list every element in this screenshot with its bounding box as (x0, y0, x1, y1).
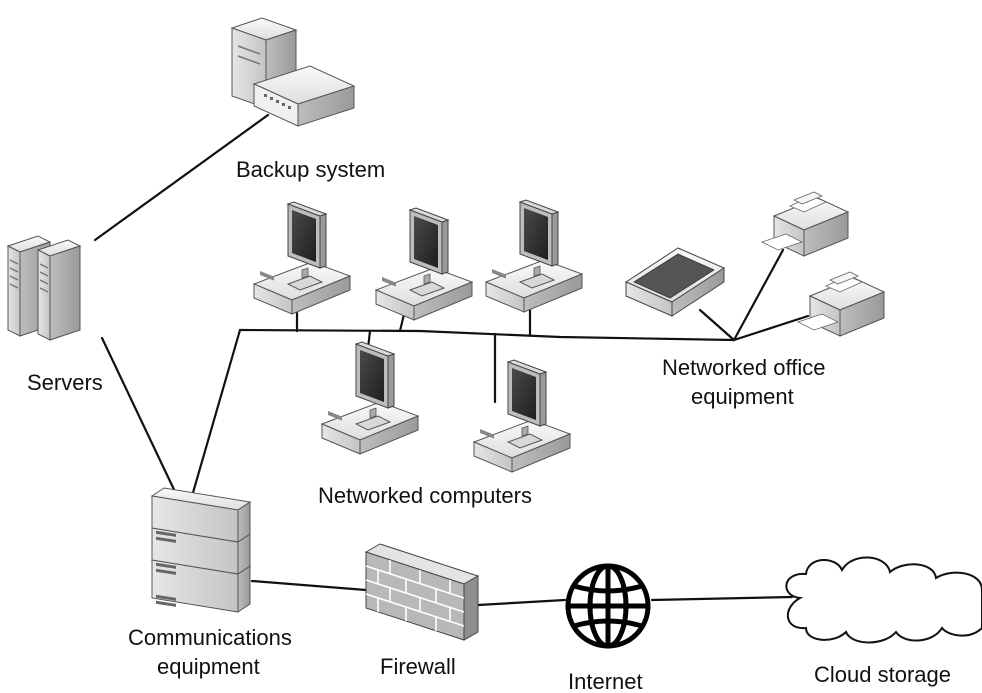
desktop-computer-icon (485, 199, 583, 313)
label-networked-office-2: equipment (691, 384, 794, 409)
label-networked-computers: Networked computers (318, 483, 532, 508)
link-internet-cloud (650, 595, 794, 602)
link-comms-bus (186, 328, 242, 512)
label-firewall: Firewall (380, 654, 456, 679)
desktop-computer-icon (375, 207, 473, 321)
label-internet: Internet (568, 669, 643, 693)
label-servers: Servers (27, 370, 103, 395)
label-communications-2: equipment (157, 654, 260, 679)
link-servers-comms (100, 336, 180, 500)
link-scanner (698, 308, 736, 342)
printer-icon (761, 191, 849, 257)
link-printer-1 (732, 248, 785, 342)
server-rack-icon (7, 235, 81, 341)
backup-system-icon (230, 17, 356, 127)
link-firewall-internet (476, 598, 567, 607)
network-bus (238, 328, 736, 342)
link-servers-backup (93, 113, 270, 242)
globe-icon (565, 563, 651, 649)
desktop-computer-icon (321, 341, 419, 455)
desktop-computer-icon (473, 359, 571, 473)
label-backup-system: Backup system (236, 157, 385, 182)
scanner-icon (624, 247, 726, 317)
printer-icon (797, 271, 885, 337)
desktop-computer-icon (253, 201, 351, 315)
network-switch-icon (150, 487, 252, 613)
link-comms-firewall (250, 579, 368, 592)
label-cloud-storage: Cloud storage (814, 662, 951, 687)
cloud-icon (785, 556, 982, 644)
label-communications-1: Communications (128, 625, 292, 650)
label-networked-office-1: Networked office (662, 355, 825, 380)
link-printer-2 (732, 314, 810, 342)
firewall-icon (364, 543, 480, 641)
